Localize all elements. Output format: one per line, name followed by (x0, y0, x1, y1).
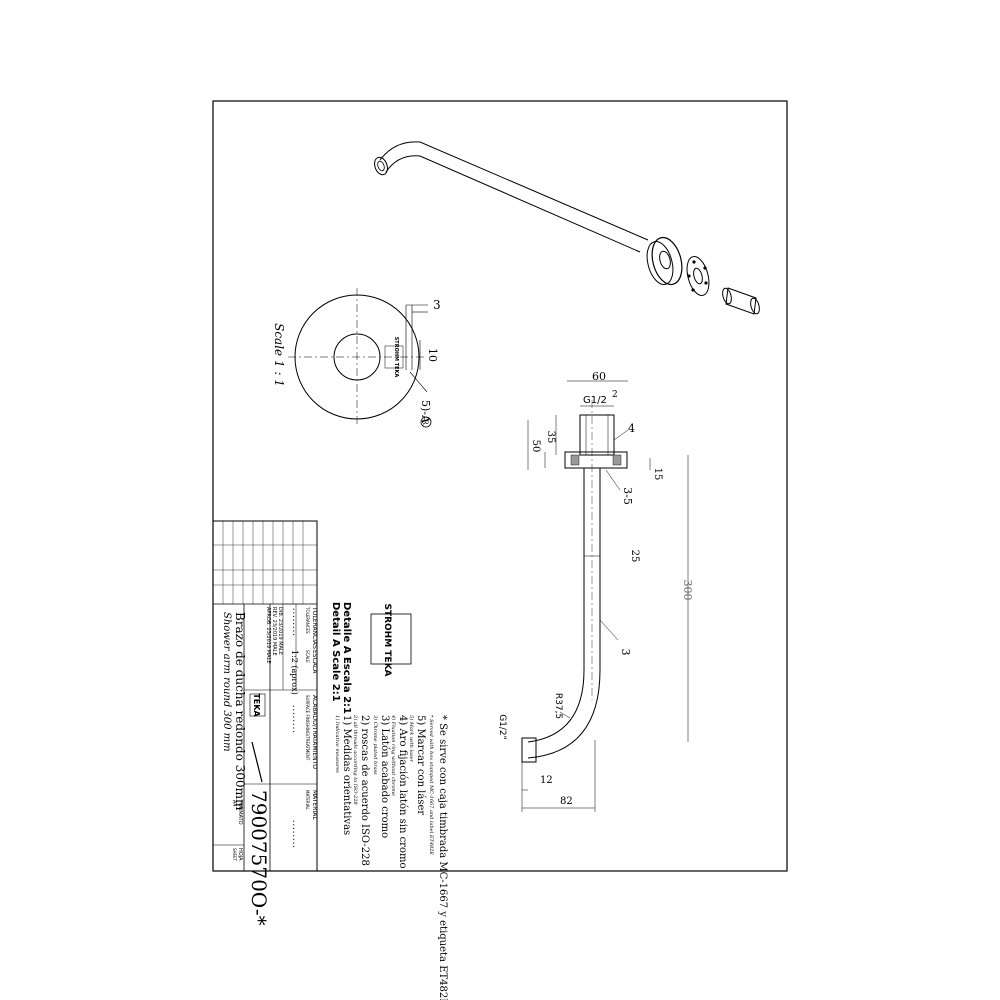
tb-scale-label: ESCALA (311, 650, 318, 674)
rosette-logo-text: STROHM TEKA (393, 337, 399, 378)
note-4-main: 2) roscas de acuerdo ISO-228 (359, 715, 370, 866)
tb-sheet-sub: SHEET (232, 848, 237, 862)
detail-a-logo: STROHM TEKA (370, 603, 412, 677)
tb-scale-sub: SCALE (305, 650, 310, 663)
dim-82: 82 (560, 796, 573, 807)
tb-part-number: 79007570O-* (247, 790, 271, 926)
dim-r37-5: R37,5 (553, 693, 563, 719)
tb-material-label: MATERIAL (311, 790, 318, 820)
note-0-sub: * Served with box stamped MC-1667 and la… (428, 715, 434, 855)
note-3-main: 3) Latón acabado cromo (379, 715, 390, 838)
detail-a-en: Detail A Scale 2:1 (330, 602, 341, 702)
tb-dots-3: • • • • • • • • (291, 820, 296, 848)
note-1-sub: 5) Mark with laser (408, 715, 415, 763)
tb-finish-label: ACABADO/TRATAMIENTO (311, 695, 318, 769)
drawing-frame (212, 100, 788, 872)
tb-finish-sub: SURFACE FINISHING/TREATMENT (305, 695, 310, 761)
dim-3-5: 3-5 (621, 487, 634, 505)
note-1-main: 5) Marcar con láser (415, 715, 426, 815)
tb-sheet-label: HOJA (237, 848, 243, 861)
notes-block: * Se sirve con caja timbrada MC-1667 y e… (334, 714, 448, 1000)
dim-60: 60 (592, 370, 606, 383)
tb-dots-1: • • • • • • • • (291, 608, 296, 636)
tb-material-sub: MATERIAL (305, 790, 310, 811)
tb-aprobado: APROB. 23/2019 MALE (265, 607, 271, 664)
note-0-main: * Se sirve con caja timbrada MC-1667 y e… (437, 715, 448, 1000)
detail-logo-text: STROHM TEKA (382, 603, 392, 676)
tb-company-logo: TEKA (252, 693, 261, 717)
tb-tolerances-label: TOLERANCIAS (311, 606, 318, 649)
tb-format-value: A4 (231, 800, 237, 807)
tb-revisado: REV. 23/2019 MALE (271, 607, 277, 656)
dim-10: 10 (426, 348, 439, 362)
dim-3: 3 (433, 298, 441, 312)
dim-4: 4 (628, 422, 635, 435)
dim-12: 12 (540, 775, 553, 786)
title-block (212, 520, 318, 872)
note-4-sub: 2) all threads according to ISO-228 (352, 714, 359, 805)
rosette-detail-view (288, 288, 428, 426)
section-view (521, 380, 689, 812)
callout-circle-icon (420, 416, 432, 428)
tb-title-en: Shower arm round 300 mm (221, 612, 232, 752)
note-5-main: 1) Medidas orientativas (341, 715, 352, 835)
tb-format-label: FORMATO (237, 800, 243, 825)
dim-3-leader: 3 (619, 649, 632, 656)
dim-300: 300 (681, 580, 694, 601)
note-2-sub: 4) Fixation ring without chrome (390, 714, 397, 796)
note-3-sub: 3) Chrome plated brass (372, 715, 379, 775)
tb-scale-value: 1:2 (aprox) (290, 650, 299, 695)
tb-title-es: Brazo de ducha redondo 300mm (233, 612, 247, 811)
dim-25: 25 (629, 550, 640, 563)
dim-2: 2 (612, 390, 618, 400)
dim-50: 50 (530, 440, 541, 453)
isometric-assembly (374, 141, 760, 315)
dim-35: 35 (545, 431, 556, 444)
note-5-sub: 1) Indicative measures (334, 715, 341, 773)
scale-label: Scale 1 : 1 (272, 323, 286, 387)
dim-15: 15 (652, 468, 663, 481)
callout-circle-label: R (421, 419, 429, 425)
dim-g12-outlet: G1/2" (497, 714, 507, 740)
dim-g12: G1/2 (583, 395, 607, 406)
tb-dibujado: DIB. 23/2019 MALE (277, 607, 283, 655)
tb-dots-2: • • • • • • • • (291, 705, 296, 733)
tb-tolerances-sub: TOLERANCES (305, 606, 310, 634)
note-2-main: 4) Aro fijación latón sin cromo (397, 715, 408, 869)
detail-a-es: Detalle A Escala 2:1 (341, 602, 352, 714)
